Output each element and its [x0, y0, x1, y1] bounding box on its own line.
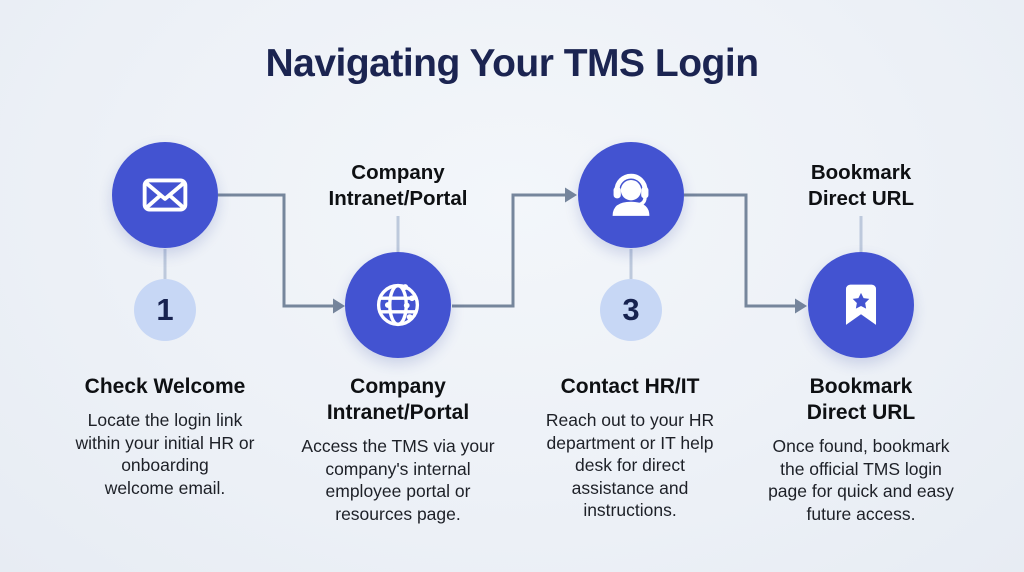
step-1-text-block: Check Welcome Locate the login link with…	[55, 374, 275, 499]
step-4-top-label: Bookmark Direct URL	[808, 161, 914, 210]
page-title: Navigating Your TMS Login	[265, 42, 759, 85]
step-2-icon-circle	[345, 252, 451, 358]
step-4-icon-circle	[808, 252, 914, 358]
arrowhead-step3-step4	[795, 298, 807, 314]
step-1-icon-circle	[112, 142, 218, 248]
step-4-text-block: Bookmark Direct URL Once found, bookmark…	[748, 374, 974, 525]
arrowhead-step2-step3	[565, 187, 577, 203]
step-1-number: 1	[156, 292, 174, 327]
step-4-description: Once found, bookmark the official TMS lo…	[768, 436, 954, 524]
connector-step2-step3	[452, 193, 565, 308]
step-2-heading: Company Intranet/Portal	[326, 375, 470, 424]
step-2-top-label: Company Intranet/Portal	[328, 161, 468, 210]
step-3-number-badge: 3	[600, 279, 662, 341]
bookmark-icon	[845, 284, 877, 325]
connector-step3-step4	[684, 193, 795, 308]
step-1-heading: Check Welcome	[84, 375, 246, 398]
globe-icon	[376, 283, 420, 327]
step-3-icon-circle	[578, 142, 684, 248]
step-3-number: 3	[622, 292, 640, 327]
step-1-description: Locate the login link within your initia…	[75, 410, 255, 498]
step-3-description: Reach out to your HR department or IT he…	[545, 410, 715, 520]
step-2-description: Access the TMS via your company's intern…	[301, 436, 495, 524]
arrowhead-step1-step2	[333, 298, 345, 314]
step-4-heading: Bookmark Direct URL	[806, 375, 916, 424]
headset-icon	[612, 173, 650, 216]
connector-step1-step2	[218, 193, 333, 308]
step-2-text-block: Company Intranet/Portal Access the TMS v…	[288, 374, 508, 525]
step-3-heading: Contact HR/IT	[560, 375, 700, 398]
step-3-text-block: Contact HR/IT Reach out to your HR depar…	[520, 374, 740, 522]
mail-icon	[142, 178, 188, 212]
step-1-number-badge: 1	[134, 279, 196, 341]
